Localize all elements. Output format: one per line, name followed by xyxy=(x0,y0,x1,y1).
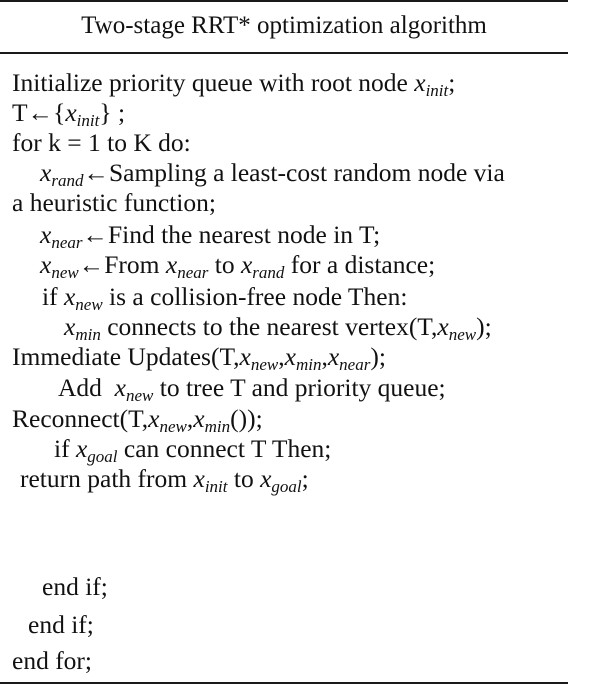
algorithm-line-end-if-outer: end if; xyxy=(28,610,94,639)
algorithm-line-heuristic: a heuristic function; xyxy=(12,188,216,217)
algorithm-title: Two-stage RRT* optimization algorithm xyxy=(81,12,487,39)
algorithm-line-add: Add xnew to tree T and priority queue; xyxy=(58,373,446,405)
algorithm-line-end-for: end for; xyxy=(12,646,93,675)
algorithm-line-steer: xnew←From xnear to xrand for a distance; xyxy=(40,250,436,282)
algorithm-line-nearest: xnear←Find the nearest node in T; xyxy=(40,220,381,252)
header-rule xyxy=(0,52,568,54)
algorithm-line-immediate-updates: Immediate Updates(T,xnew,xmin,xnear); xyxy=(12,342,386,374)
algorithm-line-if-collision-free: if xnew is a collision-free node Then: xyxy=(42,282,408,314)
algorithm-line-end-if-inner: end if; xyxy=(42,572,108,601)
algorithm-line-return: return path from xinit to xgoal; xyxy=(20,464,309,496)
table-top-rule xyxy=(0,0,568,2)
algorithm-line-connect: xmin connects to the nearest vertex(T,xn… xyxy=(64,312,492,344)
algorithm-line-tree-init: T←{xinit} ; xyxy=(12,98,126,130)
algorithm-line-sampling: xrand←Sampling a least-cost random node … xyxy=(40,158,505,190)
algorithm-line-initialize: Initialize priority queue with root node… xyxy=(12,68,456,100)
table-bottom-rule xyxy=(0,682,568,684)
algorithm-line-if-goal: if xgoal can connect T Then; xyxy=(54,434,332,466)
algorithm-line-for: for k = 1 to K do: xyxy=(12,128,191,157)
algorithm-line-reconnect: Reconnect(T,xnew,xmin()); xyxy=(12,404,263,436)
